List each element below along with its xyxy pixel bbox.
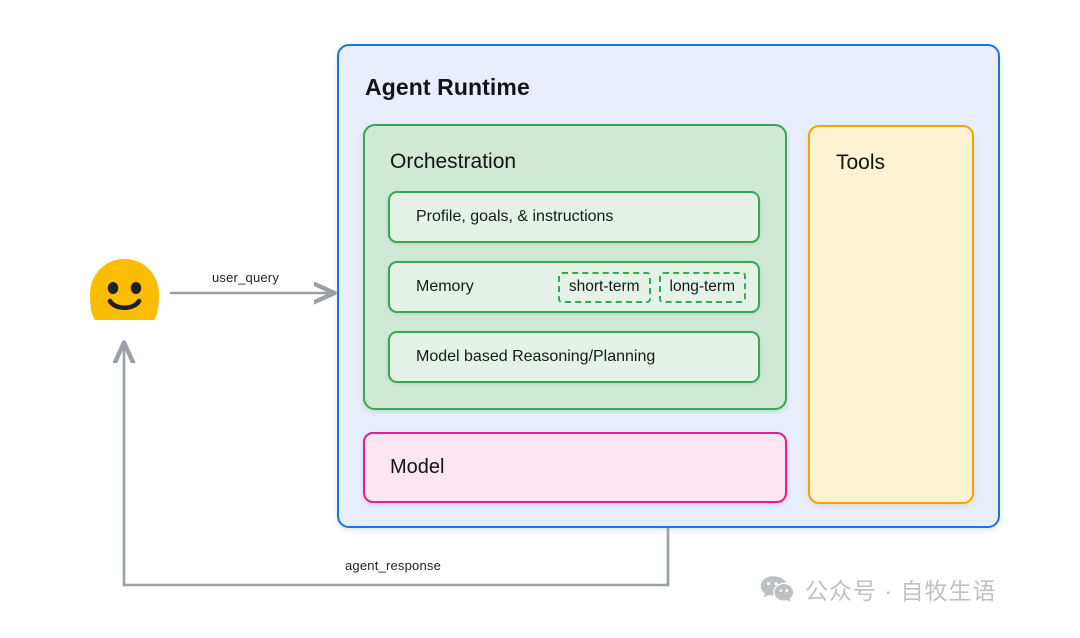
- orchestration-row-memory: Memory short-term long-term: [388, 261, 760, 313]
- model-title: Model: [390, 456, 445, 478]
- orchestration-row-label: Profile, goals, & instructions: [416, 208, 614, 225]
- agent-runtime-title: Agent Runtime: [365, 74, 530, 100]
- smiling-blob-avatar-icon: [90, 259, 159, 320]
- flow-label-agent-response: agent_response: [345, 558, 442, 573]
- memory-badges: short-term long-term: [557, 271, 746, 303]
- flow-label-user-query: user_query: [212, 270, 280, 285]
- watermark: 公众号 · 自牧生语: [760, 572, 996, 606]
- model-panel: Model: [363, 432, 787, 503]
- badge-short-term: short-term: [557, 271, 651, 303]
- tools-title: Tools: [836, 151, 886, 174]
- orchestration-row-reasoning: Model based Reasoning/Planning: [388, 331, 760, 383]
- orchestration-row-label: Memory: [416, 278, 474, 295]
- tools-panel: Tools: [808, 125, 974, 504]
- badge-long-term: long-term: [658, 271, 746, 303]
- user-avatar: [88, 258, 161, 324]
- orchestration-row-label: Model based Reasoning/Planning: [416, 348, 656, 365]
- orchestration-row-profile: Profile, goals, & instructions: [388, 191, 760, 243]
- watermark-text: 公众号 · 自牧生语: [805, 578, 997, 604]
- wechat-icon: [760, 575, 794, 602]
- orchestration-title: Orchestration: [390, 150, 517, 173]
